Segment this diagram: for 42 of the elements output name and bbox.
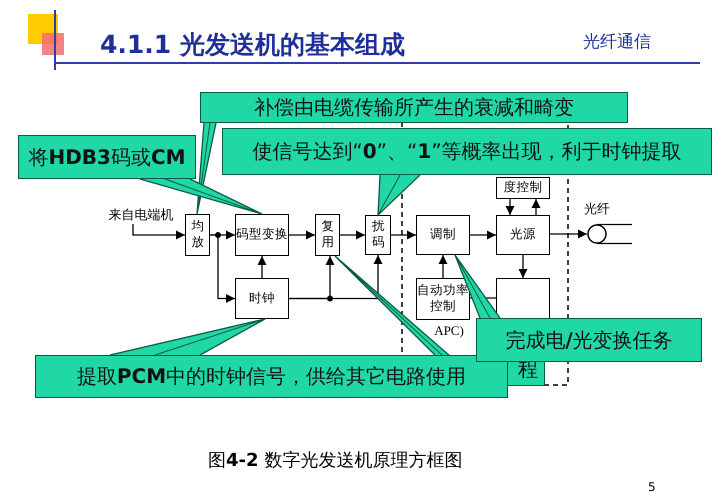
block-label: 度控制 [504,180,542,196]
arrow [532,199,540,215]
arrow [258,256,266,278]
block-label: 光源 [510,227,536,243]
arrow [289,230,315,240]
beside-label: 光纤 [583,200,611,218]
block-label: 自动功率控制 [417,283,469,315]
page-number: 5 [648,480,656,494]
callout-text: 使信号达到“0”、“1”等概率出现，利于时钟提取 [252,138,682,165]
block-label: 扰码 [372,219,384,251]
arrow [550,230,587,238]
process-box [235,214,289,256]
block-label: 均放 [191,219,204,251]
arrow [132,224,185,240]
callout-text: 完成电/光变换任务 [505,326,673,354]
arrow [340,230,365,240]
process-box [416,215,470,255]
callout-text: 将HDB3码或CM [28,144,186,170]
process-box [365,215,391,255]
process-box [185,214,210,256]
block-label: 码型变换 [236,227,288,243]
process-box [235,278,289,319]
arrow [506,199,514,215]
arrow [518,255,528,278]
process-box [315,214,340,256]
block-label: 时钟 [249,290,275,306]
input-label: 来自电端机 [108,206,174,224]
header-text: 光纤通信 [583,31,651,53]
arrow [438,255,448,278]
process-box [496,215,550,255]
title: 4.1.1 光发送机的基本组成 [100,29,405,61]
block-label: 调制 [430,227,456,243]
arrow [289,255,382,300]
block-label: 复用 [321,219,334,251]
arrow [470,230,496,240]
arrow [210,234,235,303]
callout-text: 提取PCM中的时钟信号，供给其它电路使用 [76,363,466,390]
arrow [391,230,416,240]
process-box [496,177,550,199]
callout-text: 补偿由电缆传输所产生的衰减和畸变 [254,94,574,121]
caption: 图4-2 数字光发送机原理方框图 [208,449,462,472]
beside-label: APC) [433,323,465,340]
